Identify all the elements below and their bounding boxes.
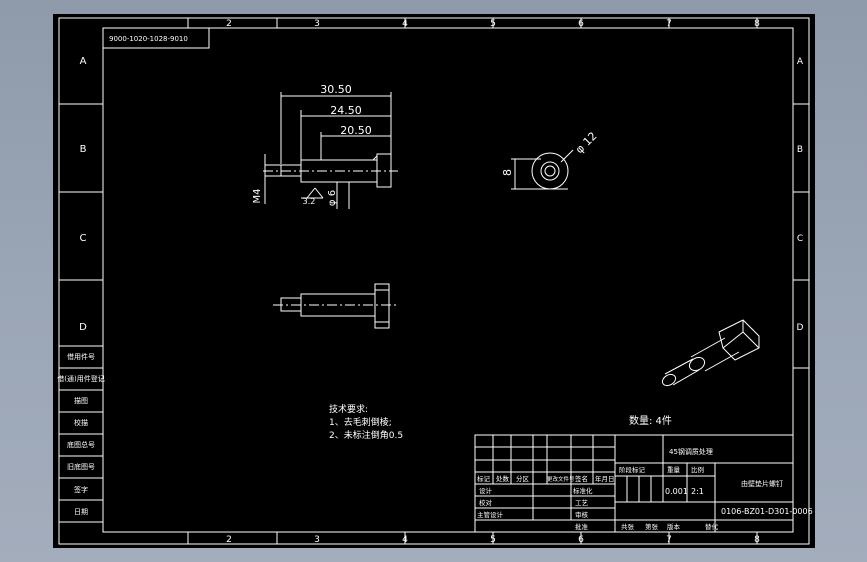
left-label-7: 签字 <box>74 485 88 494</box>
grid-number-6b: 6 <box>578 535 584 545</box>
grid-letter-d: D <box>79 322 87 333</box>
left-label-column <box>59 345 103 523</box>
grid-ticks <box>59 18 809 544</box>
grid-letter-d-r: D <box>797 323 804 333</box>
dim-shaft-dia: φ 6 <box>327 190 338 206</box>
tb-footer-3: 版本 <box>667 522 681 531</box>
grid-number-8: 8 <box>754 19 760 29</box>
left-label-8: 日期 <box>74 508 88 516</box>
left-label-2: 借(通)用件登记 <box>57 374 104 383</box>
tb-rev-1: 标记 <box>477 474 491 483</box>
grid-letters-right: A B C D <box>797 57 804 333</box>
grid-number-4: 4 <box>402 19 408 29</box>
technical-notes: 技术要求: 1、去毛刺倒棱; 2、未标注倒角0.5 <box>329 403 403 441</box>
title-block-grid <box>474 434 794 533</box>
tb-row-review: 审核 <box>575 510 589 519</box>
tb-weight: 0.001 <box>665 487 688 496</box>
dim-30-50: 30.50 <box>320 83 352 96</box>
tb-row-main: 主管设计 <box>477 510 504 519</box>
inner-frame <box>102 27 794 533</box>
tb-row-check: 校对 <box>479 498 493 507</box>
part-end-view <box>511 149 574 190</box>
grid-number-8b: 8 <box>754 535 760 545</box>
notes-line-1: 1、去毛刺倒棱; <box>329 416 392 428</box>
tb-row-approve: 批准 <box>575 522 589 531</box>
grid-number-2: 2 <box>226 19 232 29</box>
notes-line-2: 2、未标注倒角0.5 <box>329 429 403 441</box>
grid-number-6: 6 <box>578 19 584 29</box>
tb-footer-2: 第张 <box>645 522 659 531</box>
grid-letters-left: A B C D <box>79 56 87 333</box>
part-side-view <box>273 283 398 329</box>
tb-part-name: 由壁垫片螺钉 <box>741 479 783 488</box>
left-label-3: 描图 <box>74 396 88 405</box>
dimension-lines-top <box>264 92 392 209</box>
tb-weight-label: 重量 <box>667 466 681 474</box>
dimension-texts-top: 30.50 24.50 20.50 M4 3.2 φ 6 <box>252 83 372 206</box>
tb-row-proc: 工艺 <box>575 499 589 507</box>
grid-number-7b: 7 <box>666 535 672 545</box>
grid-number-4b: 4 <box>402 535 408 545</box>
code-box <box>102 27 210 49</box>
notes-title: 技术要求: <box>329 403 368 415</box>
dim-20-50: 20.50 <box>340 124 372 137</box>
tb-rev-2: 处数 <box>496 474 510 483</box>
left-label-texts: 借用件号 借(通)用件登记 描图 校描 底图总号 旧底图号 签字 日期 <box>57 352 104 516</box>
grid-numbers-bottom: 2 3 4 5 6 7 8 <box>226 535 760 545</box>
tb-scale: 2:1 <box>691 487 704 496</box>
dim-roughness: 3.2 <box>303 197 316 206</box>
part-front-view <box>263 153 398 188</box>
grid-letter-c-r: C <box>797 234 803 244</box>
dim-24-50: 24.50 <box>330 104 362 117</box>
tb-rev-3: 分区 <box>516 474 530 483</box>
left-label-5: 底图总号 <box>67 440 95 449</box>
left-label-4: 校描 <box>74 418 88 427</box>
grid-letter-c: C <box>80 233 87 244</box>
grid-number-5: 5 <box>490 19 496 29</box>
left-label-6: 旧底图号 <box>67 462 95 471</box>
tb-scale-label: 比例 <box>691 465 704 474</box>
outer-frame <box>58 17 810 545</box>
tb-stage-label: 阶段标记 <box>619 465 646 474</box>
grid-number-2b: 2 <box>226 535 232 545</box>
tb-rev-4: 更改文件号 <box>547 475 575 483</box>
dim-thread-m4: M4 <box>252 189 263 204</box>
code-box-text: 9000-1020-1028-9010 <box>109 35 188 43</box>
grid-letter-b: B <box>80 144 87 155</box>
part-3d-view <box>661 319 760 387</box>
title-block-texts: 45钢调质处理 由壁垫片螺钉 0106-BZ01-D301-0006 阶段标记 … <box>477 447 813 531</box>
tb-row-design: 设计 <box>479 486 493 495</box>
grid-numbers-top: 2 3 4 5 6 7 8 <box>226 19 760 29</box>
dim-head-dia: φ 12 <box>573 129 600 156</box>
tb-material: 45钢调质处理 <box>669 447 713 456</box>
grid-letter-b-r: B <box>797 145 803 155</box>
grid-number-3b: 3 <box>314 535 320 545</box>
grid-number-3: 3 <box>314 19 320 29</box>
drawing-sheet: 2 3 4 5 6 7 8 2 3 4 5 6 7 8 A B C D A B … <box>53 14 815 548</box>
tb-footer-1: 共张 <box>621 522 635 531</box>
dim-head-height: 8 <box>501 169 514 176</box>
grid-number-5b: 5 <box>490 535 496 545</box>
tb-row-std: 标准化 <box>573 486 593 495</box>
tb-rev-5: 签名 <box>575 474 588 483</box>
grid-letter-a: A <box>80 56 87 67</box>
tb-drawing-no: 0106-BZ01-D301-0006 <box>721 507 813 516</box>
grid-letter-a-r: A <box>797 57 804 67</box>
tb-rev-6: 年月日 <box>595 474 615 483</box>
grid-number-7: 7 <box>666 19 672 29</box>
quantity-label: 数量: 4件 <box>629 414 672 427</box>
left-label-1: 借用件号 <box>67 352 95 361</box>
tb-footer-4: 替代 <box>705 522 719 531</box>
